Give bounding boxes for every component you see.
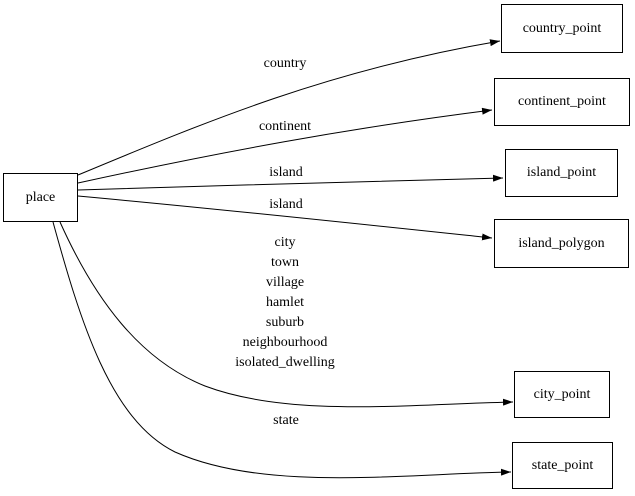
edge-label-country: country	[263, 56, 307, 71]
edge-label-isolated-dwelling: isolated_dwelling	[235, 355, 335, 370]
edge-label-suburb: suburb	[265, 315, 305, 330]
edge-place-state-point	[52, 221, 512, 479]
edge-label-island-polygon: island	[269, 197, 303, 212]
node-island-polygon-label: island_polygon	[518, 235, 605, 251]
node-place: place	[3, 173, 78, 222]
node-city-point: city_point	[514, 371, 610, 418]
node-country-point-label: country_point	[522, 20, 602, 36]
edge-label-neighbourhood: neighbourhood	[242, 335, 328, 350]
edge-label-state: state	[273, 413, 299, 428]
edge-place-island-polygon	[77, 195, 493, 241]
edge-label-town: town	[270, 255, 299, 270]
node-island-polygon: island_polygon	[494, 219, 629, 268]
edge-label-village: village	[265, 275, 305, 290]
node-city-point-label: city_point	[533, 386, 591, 402]
edge-label-island-point: island	[269, 165, 303, 180]
edge-label-hamlet: hamlet	[265, 295, 305, 310]
edge-place-country-point	[77, 39, 501, 176]
node-state-point-label: state_point	[531, 457, 594, 473]
node-place-label: place	[25, 189, 56, 205]
node-state-point: state_point	[512, 442, 613, 489]
node-country-point: country_point	[501, 4, 623, 53]
node-island-point: island_point	[505, 149, 618, 197]
edge-place-city-point	[59, 221, 514, 408]
node-continent-point-label: continent_point	[518, 94, 606, 109]
node-island-point-label: island_point	[526, 165, 597, 180]
edge-place-continent-point	[77, 107, 493, 184]
edge-label-city-group: city town village hamlet suburb neighbou…	[235, 233, 335, 373]
edge-place-island-point	[77, 174, 504, 191]
edge-label-continent: continent	[258, 119, 312, 134]
node-continent-point: continent_point	[494, 78, 630, 126]
edge-label-city: city	[274, 235, 296, 250]
